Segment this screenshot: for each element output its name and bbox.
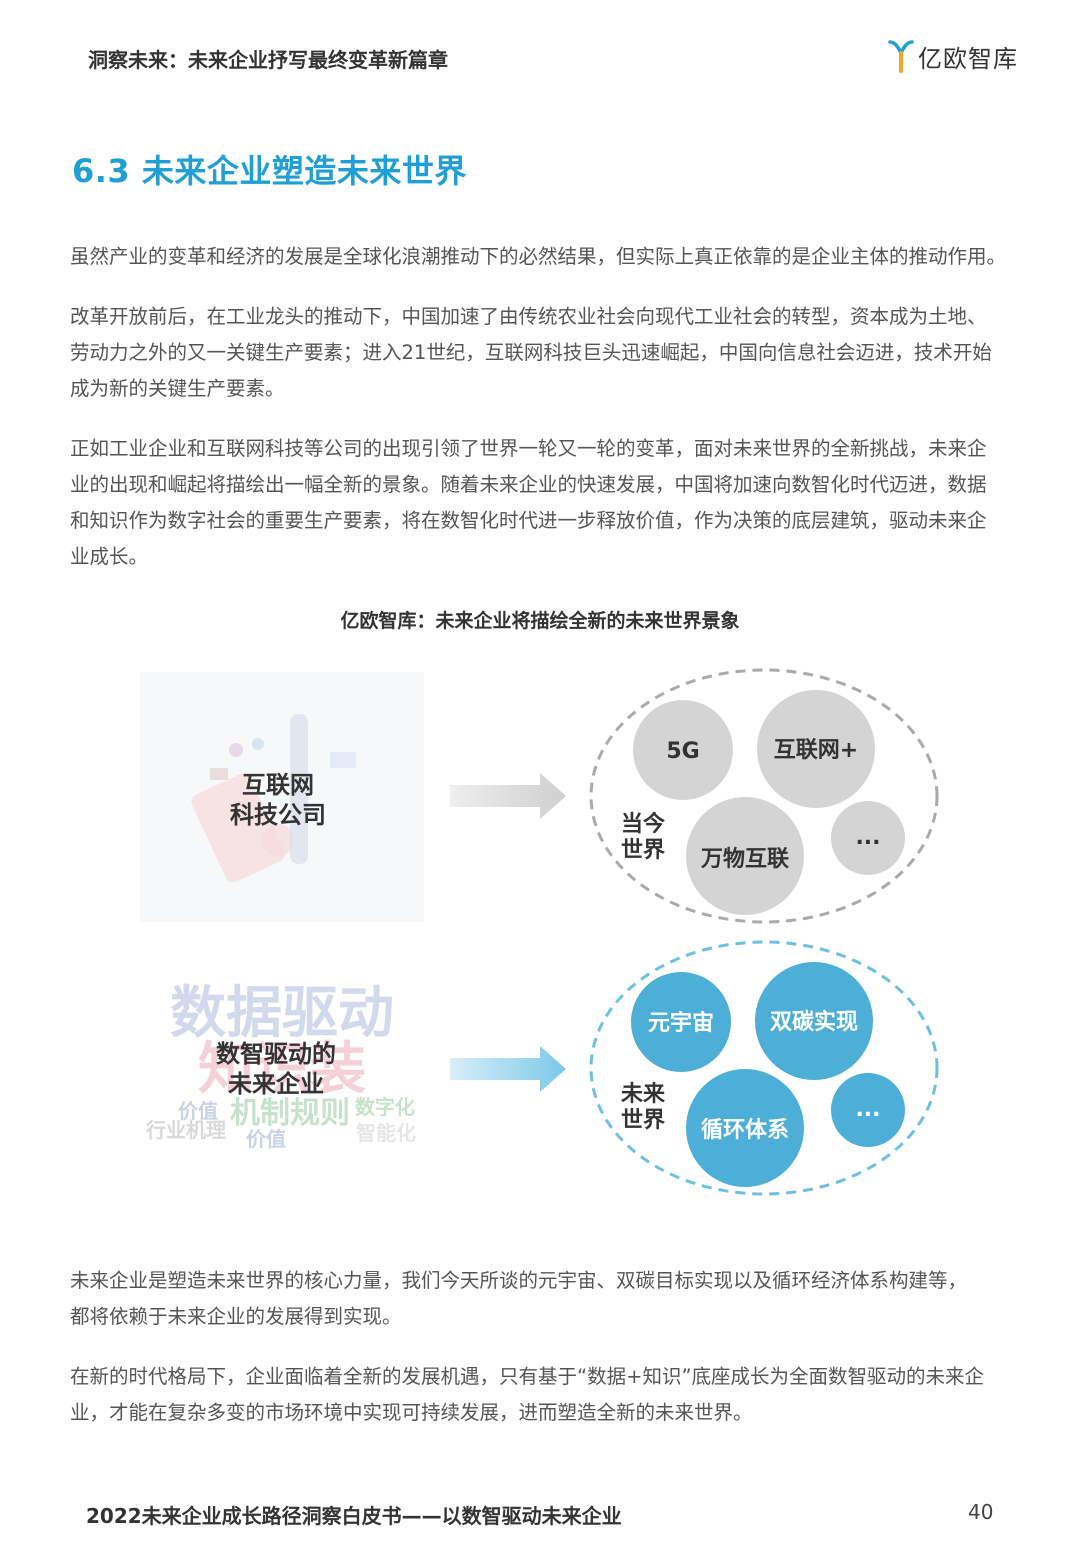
bubble-label: 互联网+ — [774, 738, 858, 763]
paragraph-5: 在新的时代格局下，企业面临着全新的发展机遇，只有基于“数据+知识”底座成长为全面… — [70, 1359, 1020, 1431]
paragraph-line: 业，才能在复杂多变的市场环境中实现可持续发展，进而塑造全新的未来世界。 — [70, 1401, 753, 1424]
bubble-label: 循环体系 — [701, 1117, 789, 1143]
paragraph-line: 都将依赖于未来企业的发展得到实现。 — [70, 1305, 402, 1328]
word-cloud: 数据驱动 知识装 价值 机制规则 数字化 行业机理 价值 智能化 — [145, 981, 416, 1151]
paragraph-line: 改革开放前后，在工业龙头的推动下，中国加速了由传统农业社会向现代工业社会的转型，… — [70, 305, 987, 328]
left-label-line: 数智驱动的 — [216, 1040, 336, 1068]
paragraph-4: 未来企业是塑造未来世界的核心力量，我们今天所谈的元宇宙、双碳目标实现以及循环经济… — [70, 1263, 1020, 1335]
word-cloud-term: 智能化 — [356, 1121, 416, 1145]
left-label-line: 科技公司 — [230, 801, 326, 829]
footer-title: 2022未来企业成长路径洞察白皮书——以数智驱动未来企业 — [86, 1504, 622, 1528]
logo: 亿欧智库 — [888, 38, 1018, 74]
world-label-line: 当今 — [621, 811, 665, 837]
page-number: 40 — [968, 1500, 994, 1524]
logo-text: 亿欧智库 — [918, 44, 1018, 73]
paragraph-line: 未来企业是塑造未来世界的核心力量，我们今天所谈的元宇宙、双碳目标实现以及循环经济… — [70, 1269, 968, 1292]
word-cloud-term: 知识装 — [198, 1037, 366, 1102]
bubble-label: ... — [855, 825, 880, 850]
paragraph-2: 改革开放前后，在工业龙头的推动下，中国加速了由传统农业社会向现代工业社会的转型，… — [70, 299, 1020, 407]
world-label-line: 世界 — [621, 1108, 665, 1133]
bubble-internet-plus — [757, 690, 875, 808]
bubble-label: 5G — [666, 739, 699, 764]
word-cloud-term: 价值 — [246, 1127, 286, 1151]
header-title: 洞察未来：未来企业抒写最终变革新篇章 — [88, 48, 448, 72]
arrow-right-icon — [450, 773, 566, 819]
current-world-bubbles: 5G 互联网+ 万物互联 ... — [633, 690, 905, 915]
future-world-bubbles: 元宇宙 双碳实现 循环体系 ... — [631, 962, 905, 1187]
bubble-carbon — [755, 962, 873, 1080]
left-label-line: 未来企业 — [228, 1070, 324, 1098]
bubble-iot — [686, 797, 804, 915]
section-title: 6.3 未来企业塑造未来世界 — [72, 152, 467, 190]
internet-company-illustration — [140, 672, 424, 922]
paragraph-line: 虽然产业的变革和经济的发展是全球化浪潮推动下的必然结果，但实际上真正依靠的是企业… — [70, 245, 1007, 268]
figure-diagram: 互联网 科技公司 当今 世界 5G 互联网+ 万物互联 ... 数据驱动 知识装… — [140, 668, 939, 1196]
paragraph-line: 业的出现和崛起将描绘出一幅全新的景象。随着未来企业的快速发展，中国将加速向数智化… — [70, 473, 987, 496]
word-cloud-term: 机制规则 — [230, 1096, 350, 1131]
word-cloud-term: 数字化 — [355, 1095, 415, 1119]
figure-title: 亿欧智库：未来企业将描绘全新的未来世界景象 — [340, 610, 740, 632]
word-cloud-term: 价值 — [178, 1099, 218, 1123]
word-cloud-term: 行业机理 — [145, 1118, 226, 1142]
bubble-label: 万物互联 — [700, 846, 789, 872]
paragraph-1: 虽然产业的变革和经济的发展是全球化浪潮推动下的必然结果，但实际上真正依靠的是企业… — [70, 239, 1020, 275]
yiou-logo-icon — [888, 40, 914, 73]
world-label-line: 未来 — [621, 1082, 666, 1107]
current-world-boundary — [589, 668, 939, 924]
left-label-line: 互联网 — [242, 771, 314, 799]
bubble-label: ... — [855, 1097, 880, 1122]
bubble-label: 元宇宙 — [648, 1010, 714, 1036]
paragraph-line: 正如工业企业和互联网科技等公司的出现引领了世界一轮又一轮的变革，面对未来世界的全… — [70, 437, 987, 460]
bubble-5g — [633, 700, 733, 800]
paragraph-line: 和知识作为数字社会的重要生产要素，将在数智化时代进一步释放价值，作为决策的底层建… — [70, 509, 987, 532]
arrow-right-icon — [450, 1046, 566, 1092]
paragraph-3: 正如工业企业和互联网科技等公司的出现引领了世界一轮又一轮的变革，面对未来世界的全… — [70, 431, 1020, 575]
paragraph-line: 在新的时代格局下，企业面临着全新的发展机遇，只有基于“数据+知识”底座成长为全面… — [70, 1365, 985, 1388]
bubble-more — [831, 1073, 905, 1147]
word-cloud-term: 数据驱动 — [170, 981, 394, 1046]
paragraph-line: 成为新的关键生产要素。 — [70, 377, 285, 400]
paragraph-line: 劳动力之外的又一关键生产要素；进入21世纪，互联网科技巨头迅速崛起，中国向信息社… — [70, 341, 992, 364]
bubble-label: 双碳实现 — [770, 1009, 858, 1035]
bubble-more — [831, 801, 905, 875]
future-world-boundary — [589, 940, 939, 1196]
bubble-metaverse — [631, 972, 731, 1072]
world-label-line: 世界 — [621, 838, 665, 863]
bubble-circular — [686, 1069, 804, 1187]
paragraph-line: 业成长。 — [70, 545, 149, 568]
